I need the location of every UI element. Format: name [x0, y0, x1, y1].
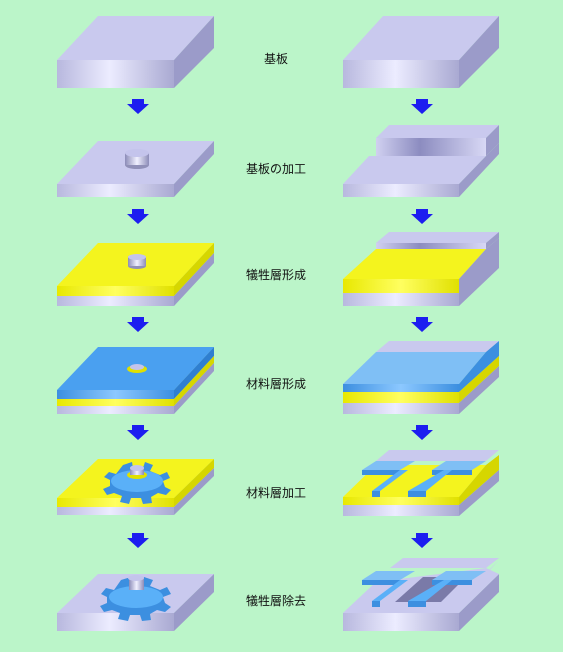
down-arrow-right-3	[411, 317, 433, 332]
step-label-material-layer-processing: 材料層加工	[245, 486, 306, 500]
step-label-sacrificial-layer-formation: 犠牲層形成	[245, 268, 306, 282]
down-arrow-left-2	[127, 209, 149, 224]
right-patterned-5	[343, 450, 499, 516]
right-substrate-1	[343, 16, 499, 88]
left-released-6	[57, 574, 214, 631]
down-arrow-left-4	[127, 425, 149, 440]
down-arrow-right-5	[411, 533, 433, 548]
left-substrate-2	[57, 141, 214, 197]
left-patterned-5	[57, 459, 214, 515]
down-arrow-right-2	[411, 209, 433, 224]
step-label-material-layer-formation: 材料層形成	[245, 377, 306, 391]
left-sacrificial-3	[57, 243, 214, 306]
right-substrate-2	[343, 125, 499, 197]
right-material-4	[343, 341, 499, 414]
step-label-sacrificial-layer-removal: 犠牲層除去	[245, 594, 306, 608]
down-arrow-right-1	[411, 99, 433, 114]
step-label-substrate-processing: 基板の加工	[245, 162, 306, 176]
right-released-6	[343, 558, 499, 631]
right-sacrificial-3	[343, 232, 499, 306]
down-arrow-left-3	[127, 317, 149, 332]
left-material-4	[57, 347, 214, 414]
down-arrow-left-5	[127, 533, 149, 548]
down-arrow-right-4	[411, 425, 433, 440]
step-label-substrate: 基板	[263, 52, 288, 66]
down-arrow-left-1	[127, 99, 149, 114]
left-substrate-1	[57, 16, 214, 88]
